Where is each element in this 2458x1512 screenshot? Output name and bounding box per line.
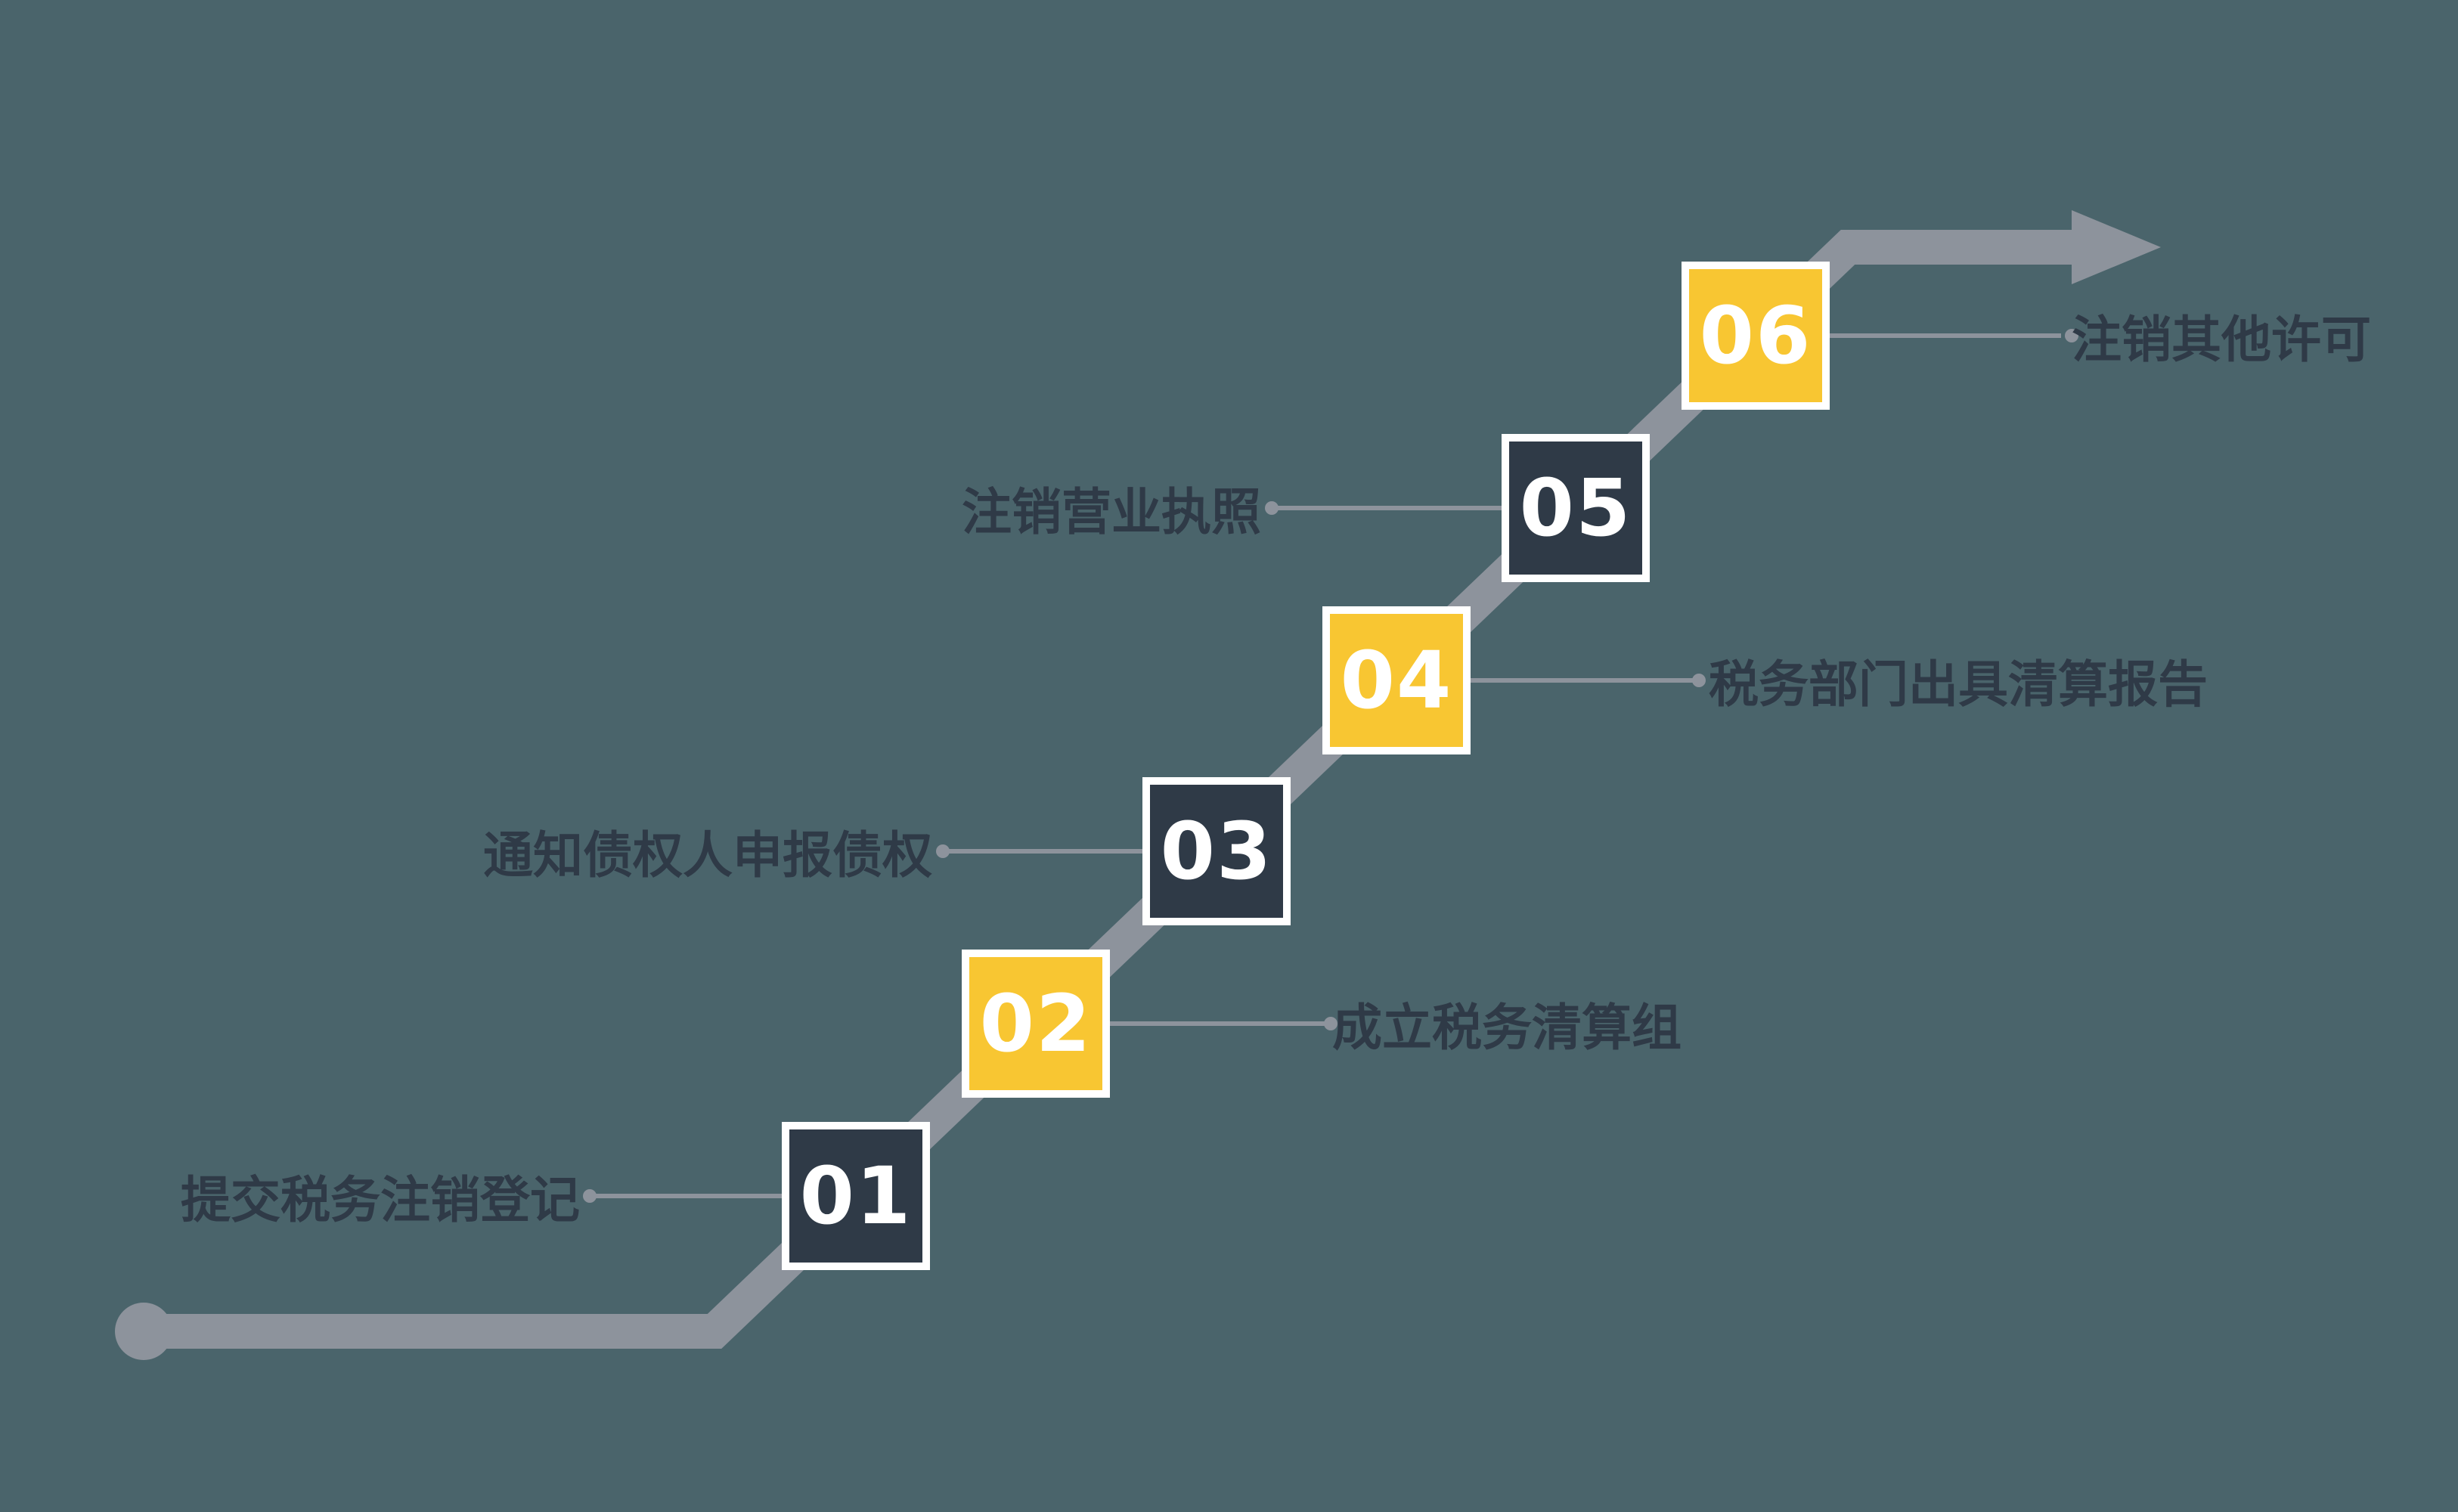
connector-dot-05 <box>1265 501 1279 515</box>
connector-line-06 <box>1830 333 2061 338</box>
arrow-right-icon <box>2072 210 2161 284</box>
step-number-04: 04 <box>1340 634 1453 727</box>
connector-dot-06 <box>2065 329 2078 342</box>
step-number-06: 06 <box>1699 290 1812 382</box>
step-number-01: 01 <box>799 1150 913 1242</box>
step-box-05: 05 <box>1502 434 1650 582</box>
step-label-03: 通知债权人申报债权 <box>483 826 932 885</box>
connector-line-02 <box>1110 1021 1329 1026</box>
step-number-02: 02 <box>979 978 1093 1070</box>
step-box-06: 06 <box>1682 262 1830 410</box>
connector-dot-03 <box>936 844 950 858</box>
connector-dot-02 <box>1324 1017 1337 1030</box>
step-label-02: 成立税务清算组 <box>1332 999 1682 1057</box>
step-number-05: 05 <box>1519 462 1632 554</box>
step-label-05: 注销营业执照 <box>962 483 1261 541</box>
connector-line-04 <box>1471 678 1697 683</box>
connector-line-05 <box>1272 506 1502 510</box>
connector-dot-01 <box>583 1189 597 1203</box>
start-dot-icon <box>115 1303 172 1360</box>
step-number-03: 03 <box>1160 805 1273 897</box>
step-label-04: 税务部门出具清算报告 <box>1709 655 2208 714</box>
connector-dot-04 <box>1692 674 1706 687</box>
step-box-03: 03 <box>1142 777 1291 925</box>
step-box-04: 04 <box>1322 606 1471 754</box>
connector-line-01 <box>590 1194 782 1198</box>
step-label-06: 注销其他许可 <box>2072 311 2371 369</box>
connector-line-03 <box>943 849 1142 854</box>
step-label-01: 提交税务注销登记 <box>181 1171 580 1229</box>
step-box-02: 02 <box>962 950 1110 1098</box>
step-box-01: 01 <box>782 1122 930 1270</box>
